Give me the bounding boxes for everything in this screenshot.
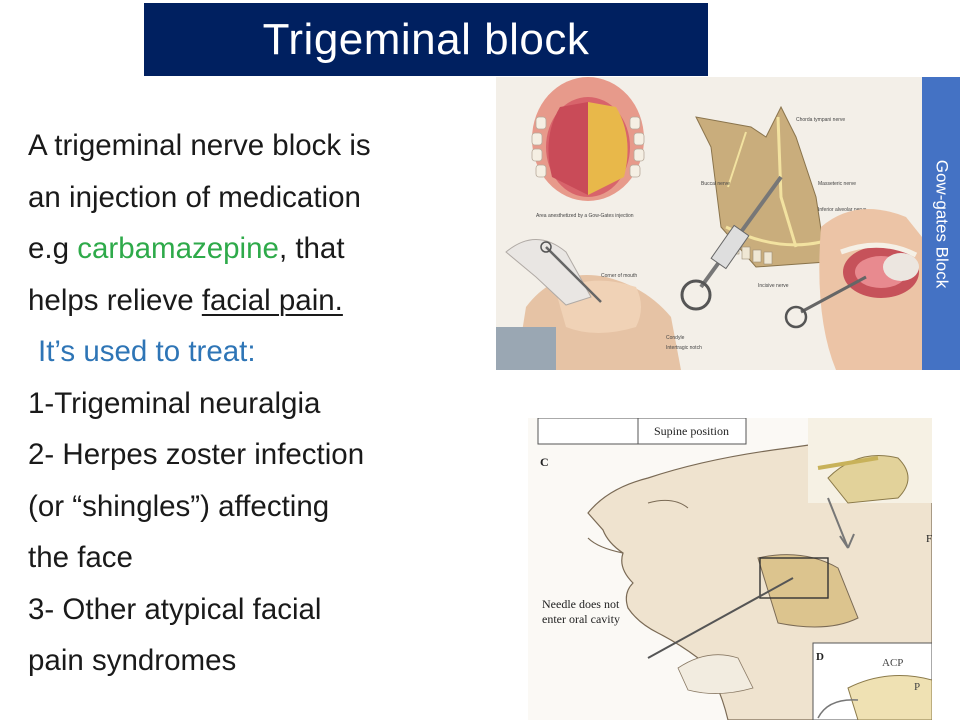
gow-gates-illustration: Area anesthetized by a Gow-Gates injecti… xyxy=(496,77,922,370)
mouth-closeup-image xyxy=(784,209,922,370)
label-intertragic-notch: Intertragic notch xyxy=(666,345,702,351)
list-item-2-continued-2: the face xyxy=(28,541,133,574)
inset-d-image xyxy=(812,642,932,720)
label-incisive-nerve: Incisive nerve xyxy=(758,283,789,289)
gow-gates-drawing: Area anesthetized by a Gow-Gates injecti… xyxy=(496,77,922,370)
inset-nerve-image xyxy=(808,418,932,549)
label-corner-of-mouth: Corner of mouth xyxy=(601,273,637,279)
list-item-2-continued: (or “shingles”) affecting xyxy=(28,489,330,523)
slide-title: Trigeminal block xyxy=(262,14,590,64)
label-condyle: Condyle xyxy=(666,335,685,341)
label-acp: ACP xyxy=(882,657,903,669)
mandible-nerve-image xyxy=(680,105,827,311)
label-needle-line-1: Needle does not xyxy=(542,597,620,611)
patient-face-image xyxy=(496,239,681,370)
label-buccal-nerve: Buccal nerve xyxy=(701,181,730,187)
label-panel-c: C xyxy=(540,455,549,469)
side-tab-label: Gow-gates Block xyxy=(932,159,951,288)
text-line-4-prefix: helps relieve xyxy=(28,283,202,317)
label-area-anesthetized: Area anesthetized by a Gow-Gates injecti… xyxy=(536,213,634,219)
text-line-3-suffix: , that xyxy=(278,232,345,265)
supine-header-box xyxy=(537,418,747,445)
text-line-3: e.g carbamazepine, that xyxy=(28,223,498,275)
label-inferior-alveolar: Inferior alveolar nerve xyxy=(818,207,867,213)
used-to-treat-heading: It’s used to treat: xyxy=(38,335,256,368)
drug-name: carbamazepine xyxy=(77,232,279,265)
list-item-3: 3- Other atypical facial xyxy=(28,592,322,626)
label-needle-line-2: enter oral cavity xyxy=(542,612,620,626)
supine-drawing: Supine position C F Needle does not ente… xyxy=(537,418,932,720)
facial-pain-underlined: facial pain. xyxy=(201,283,343,317)
label-chorda-tympani: Chorda tympani nerve xyxy=(796,117,845,123)
label-p: P xyxy=(914,681,920,693)
label-panel-d: D xyxy=(816,651,824,663)
text-line-3-prefix: e.g xyxy=(28,232,78,265)
gow-gates-side-tab: Gow-gates Block xyxy=(922,77,960,370)
label-f: F xyxy=(926,533,932,545)
slide-title-bar: Trigeminal block xyxy=(144,3,708,76)
text-line-4: helps relieve facial pain. xyxy=(28,275,498,327)
label-masseteric-nerve: Masseteric nerve xyxy=(818,181,856,187)
open-mouth-tongue-image xyxy=(531,77,645,201)
list-item-1: 1-Trigeminal neuralgia xyxy=(28,386,321,420)
text-line-2: an injection of medication xyxy=(28,180,361,214)
label-supine-position: Supine position xyxy=(654,424,729,438)
list-item-2: 2- Herpes zoster infection xyxy=(28,438,365,471)
text-line-1: A trigeminal nerve block is xyxy=(28,129,371,162)
list-item-3-continued: pain syndromes xyxy=(28,644,237,677)
supine-position-illustration: Supine position C F Needle does not ente… xyxy=(528,418,932,720)
slide-body-text: A trigeminal nerve block is an injection… xyxy=(28,120,498,687)
